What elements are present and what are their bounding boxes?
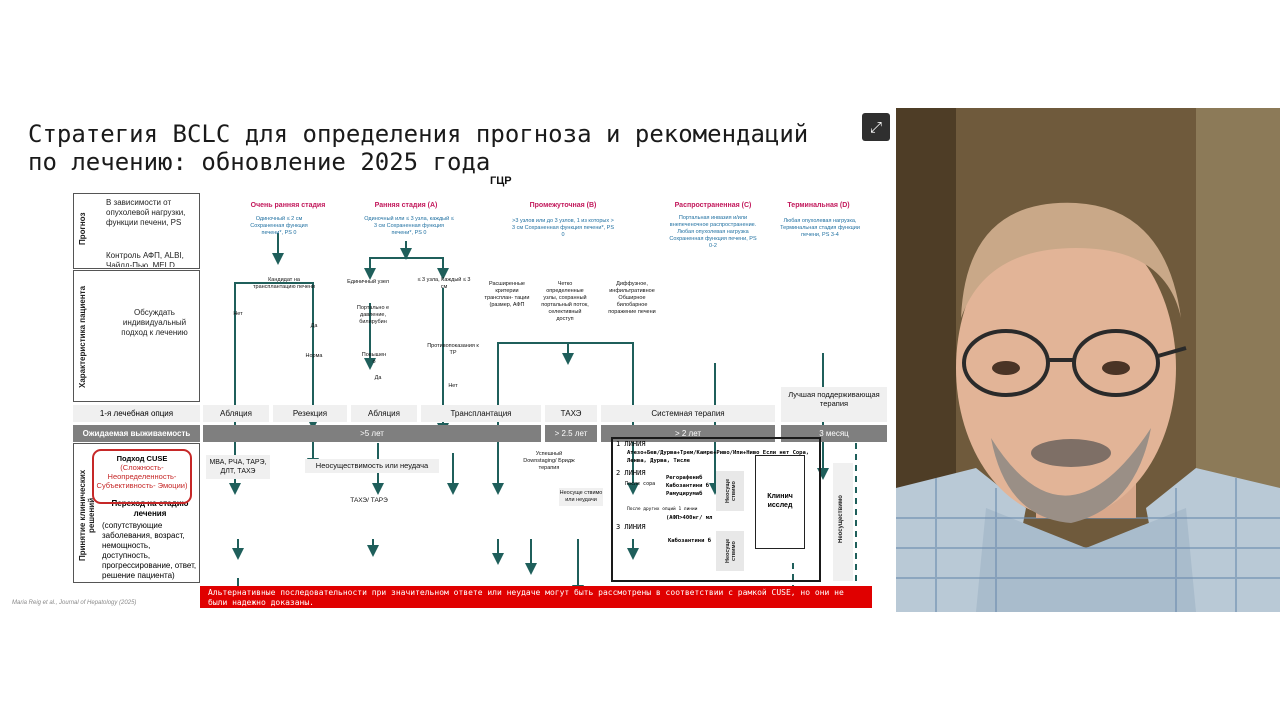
afp-text: (АФП>400нг/ мл	[666, 515, 713, 521]
node-transplant-candidate: Кандидат на трансплантацию печени	[253, 277, 315, 290]
clinical-trial-box: Клинич исслед	[755, 455, 805, 549]
line-2-label: 2 ЛИНИЯ	[616, 469, 646, 477]
stage-early-desc: Одиночный или ≤ 3 узла, каждый ≤ 3 см Со…	[364, 216, 454, 236]
first-line-label: 1-я лечебная опция	[73, 405, 200, 422]
not-feasible-v3: Неосуществимо	[838, 495, 844, 543]
node-yes2: Да	[374, 375, 382, 381]
node-not-feasible-short: Неосуще ствимо или неудачи	[559, 488, 603, 506]
diagram-top-label: ГЦР	[490, 175, 512, 187]
not-feasible-panel-3: Неосуществимо	[833, 463, 853, 581]
after-sora: После сора	[625, 481, 656, 487]
option-resection: Резекция	[273, 405, 347, 422]
node-clear: Четко определенные узлы, сохранный порта…	[541, 281, 589, 322]
cuse-title: Подход CUSE	[116, 454, 168, 463]
option-best-support: Лучшая поддерживающая терапия	[781, 387, 887, 422]
clinical-trial-text: Клинич исслед	[767, 493, 793, 509]
therapy-lines-box: 1 ЛИНИЯ Атезо+Бев/Дурва+Трем/Камре+Риво/…	[611, 437, 821, 582]
stage-early: Ранняя стадия (A)	[374, 202, 438, 209]
node-norm: Норма	[305, 353, 323, 359]
not-feasible-v2: Неосуще ствимо	[725, 538, 737, 564]
stage-intermediate: Промежуточная (B)	[529, 202, 597, 209]
slide-title: Стратегия BCLC для определения прогноза …	[28, 120, 809, 176]
discuss-text: Обсуждать индивидуальный подход к лечени…	[121, 308, 188, 337]
decision-box: Принятие клинических решений Переход на …	[73, 443, 200, 583]
stage-advanced-desc: Портальная инвазия и/или внепеченочное р…	[669, 215, 757, 249]
prognosis-box: Прогноз В зависимости от опухолевой нагр…	[73, 193, 200, 269]
line-2-drugs: Регорафениб Кабозантини б Рамуцирумаб	[666, 475, 710, 497]
survival-2-5y: > 2.5 лет	[545, 425, 597, 442]
node-portal: Портально е давление, билирубин	[356, 305, 390, 325]
node-downstaging: Успешный Downstaging/ Бридж терапия	[523, 451, 575, 471]
node-yes: Да	[310, 323, 318, 329]
stage-advanced: Распространенная (C)	[674, 202, 752, 209]
line-1-text: Атезо+Бев/Дурва+Трем/Камре+Риво/Ипи+Ниво…	[627, 450, 810, 464]
control-text: Контроль АФП, ALBI, Чайлд-Пью, MELD	[106, 251, 184, 267]
decision-tache-tare: ТАХЭ/ ТАРЭ	[350, 497, 388, 504]
node-three: ≤ 3 узла, Каждый ≤ 3 см	[417, 277, 471, 290]
option-ablation-2: Абляция	[351, 405, 417, 422]
node-contra: Противопоказания к ТР	[427, 343, 479, 356]
stage-terminal-desc: Любая опухолевая нагрузка, Терминальная …	[780, 218, 860, 238]
survival-5y: >5 лет	[203, 425, 541, 442]
line-3-drug: Кабозантини б	[668, 538, 712, 544]
option-systemic: Системная терапия	[601, 405, 775, 422]
node-no2: Нет	[448, 383, 458, 389]
flow-arrows	[229, 233, 857, 593]
not-feasible-panel-2: Неосуще ствимо	[716, 531, 744, 571]
stage-very-early-desc: Одиночный ≤ 2 см Сохраненная функция печ…	[250, 216, 308, 236]
speaker-video	[896, 108, 1280, 612]
decision-mva: МВА, РЧА, ТАРЭ, ДЛТ, ТАХЭ	[206, 455, 270, 479]
after-other: После других опций 1 линии	[627, 507, 698, 512]
citation: Maria Reig et al., Journal of Hepatology…	[12, 600, 137, 606]
line-3-label: 3 ЛИНИЯ	[616, 523, 646, 531]
cuse-box: Подход CUSE (Сложность- Неопределенность…	[92, 449, 192, 504]
patient-box: Характеристика пациента Обсуждать индиви…	[73, 270, 200, 402]
option-tache: ТАХЭ	[545, 405, 597, 422]
row-label-prognosis: Прогноз	[78, 212, 87, 246]
node-expanded: Расширенные критерии трансплан- тации (р…	[484, 281, 530, 308]
decision-not-feasible: Неосуществимость или неудача	[305, 459, 439, 473]
row-label-patient: Характеристика пациента	[78, 285, 87, 389]
node-increased: Повышен о	[361, 352, 387, 365]
presentation-slide: Стратегия BCLC для определения прогноза …	[0, 107, 896, 612]
alternative-note-banner: Альтернативные последовательности при зн…	[200, 586, 872, 608]
line-1-label: 1 ЛИНИЯ	[616, 440, 646, 448]
stage-terminal: Терминальная (D)	[787, 202, 850, 209]
not-feasible-panel-1: Неосуще ствимо	[716, 471, 744, 511]
cuse-subtitle: (Сложность- Неопределенность- Субъективн…	[96, 463, 188, 490]
option-ablation-1: Абляция	[203, 405, 269, 422]
speaker-image	[896, 108, 1280, 612]
node-no: Нет	[233, 311, 243, 317]
stage-intermediate-desc: >3 узлов или до 3 узлов, 1 из которых > …	[511, 218, 615, 238]
survival-label: Ожидаемая выживаемость	[73, 425, 200, 442]
option-transplant: Трансплантация	[421, 405, 541, 422]
not-feasible-v1: Неосуще ствимо	[725, 478, 737, 504]
stage-very-early: Очень ранняя стадия	[250, 202, 326, 209]
expand-icon[interactable]: ⤢	[862, 113, 890, 141]
node-single: Единичный узел	[347, 279, 389, 285]
prognosis-text: В зависимости от опухолевой нагрузки, фу…	[106, 198, 186, 227]
transition-body: (сопутствующие заболевания, возраст, нем…	[102, 521, 197, 580]
node-diffuse: Диффузное, инфильтративное Обширное било…	[608, 281, 656, 315]
